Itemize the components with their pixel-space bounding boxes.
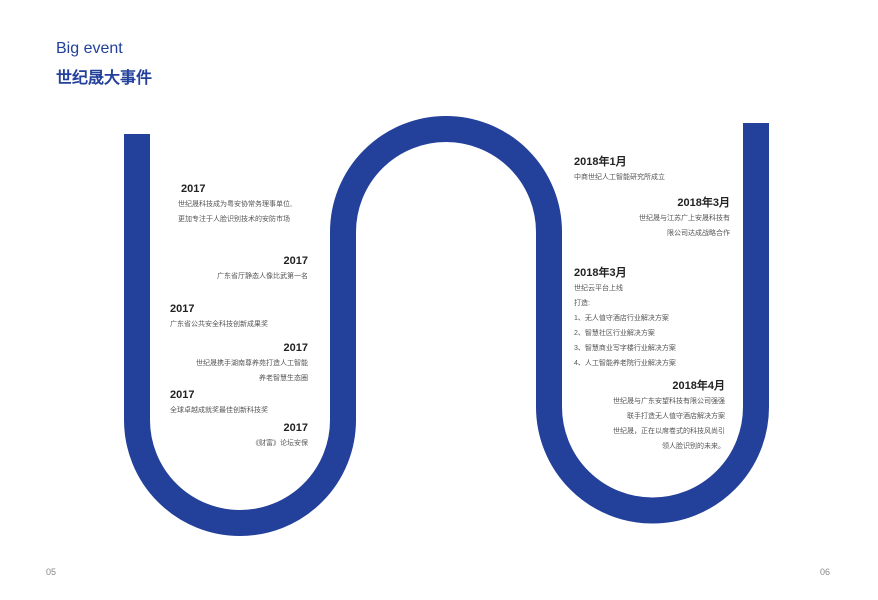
- event-date: 2018年3月: [574, 267, 627, 279]
- timeline-curve: [124, 116, 769, 536]
- timeline-event: 2018年3月世纪晟与江苏广上安晟科技有限公司达成战略合作: [639, 196, 730, 241]
- title-cn: 世纪晟大事件: [56, 70, 153, 87]
- event-description: 全球卓越成就奖最佳创新科技奖: [170, 407, 268, 414]
- event-description: 世纪云平台上线: [574, 285, 623, 292]
- event-description: 限公司达成战略合作: [667, 230, 730, 237]
- event-date: 2017: [170, 303, 195, 315]
- event-description: 世纪晟与广东安望科技有限公司强强: [613, 398, 725, 405]
- event-date: 2018年1月: [574, 156, 627, 168]
- timeline-event: 2018年3月世纪云平台上线打造: 1、无人值守酒店行业解决方案 2、智慧社区行业解…: [574, 266, 676, 371]
- event-date: 2017: [170, 389, 195, 401]
- page-number-left: 05: [46, 567, 57, 577]
- event-date: 2018年4月: [672, 380, 725, 392]
- event-date: 2017: [283, 255, 308, 267]
- event-description: 世纪晟科技成为粤安协常务理事单位,: [178, 201, 292, 208]
- event-description: 《财富》论坛安保: [252, 440, 308, 447]
- event-description: 世纪晟携手湖南尊养苑打造人工智能: [196, 360, 308, 367]
- event-description: 1、无人值守酒店行业解决方案: [574, 315, 669, 322]
- event-date: 2017: [283, 422, 308, 434]
- timeline-event: 2017 广东省公共安全科技创新成果奖: [170, 302, 268, 332]
- timeline-event: 2017 全球卓越成就奖最佳创新科技奖: [170, 388, 268, 418]
- page-number-right: 06: [820, 567, 831, 577]
- timeline-event: 2017 《财富》论坛安保: [252, 421, 308, 451]
- timeline-event: 2018年4月世纪晟与广东安望科技有限公司强强联手打造无人值守酒店解决方案世纪晟…: [613, 379, 725, 454]
- event-description: 中商世纪人工智能研究所成立: [574, 174, 665, 181]
- event-description: 广东省厅静态人像比武第一名: [217, 273, 308, 280]
- event-description: 联手打造无人值守酒店解决方案: [627, 413, 725, 420]
- timeline-event: 2017 广东省厅静态人像比武第一名: [217, 254, 308, 284]
- event-description: 养老智慧生态圈: [259, 375, 308, 382]
- event-description: 3、智慧商业写字楼行业解决方案: [574, 345, 676, 352]
- event-description: 打造:: [574, 300, 590, 307]
- event-date: 2017: [181, 183, 206, 195]
- timeline-event: 2017 世纪晟携手湖南尊养苑打造人工智能养老智慧生态圈: [196, 341, 308, 386]
- event-description: 世纪晟与江苏广上安晟科技有: [639, 215, 730, 222]
- event-description: 世纪晟，正在以席卷式的科技风尚引: [613, 428, 725, 435]
- event-description: 领人脸识别的未来。: [662, 443, 725, 450]
- title-en: Big event: [56, 40, 123, 57]
- timeline-event: 2018年1月中商世纪人工智能研究所成立: [574, 155, 665, 185]
- timeline-event: 2017 世纪晟科技成为粤安协常务理事单位, 更加专注于人脸识别技术的安防市场: [178, 182, 292, 227]
- event-description: 广东省公共安全科技创新成果奖: [170, 321, 268, 328]
- event-description: 2、智慧社区行业解决方案: [574, 330, 655, 337]
- event-description: 4、人工智能养老院行业解决方案: [574, 360, 676, 367]
- event-description: 更加专注于人脸识别技术的安防市场: [178, 216, 290, 223]
- event-date: 2017: [283, 342, 308, 354]
- event-date: 2018年3月: [677, 197, 730, 209]
